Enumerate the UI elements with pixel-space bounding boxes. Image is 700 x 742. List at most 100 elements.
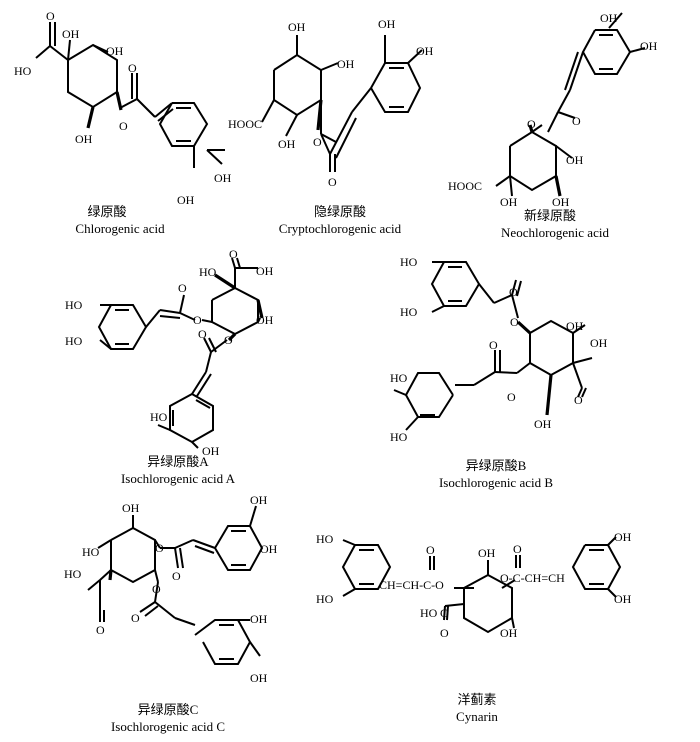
atom-label: HOOC [448, 179, 482, 193]
atom-label: O [229, 247, 238, 261]
atom-label: OH [75, 132, 93, 146]
atom-label: OH [337, 57, 355, 71]
wedge-bonds [214, 273, 264, 342]
atom-label: O [178, 281, 187, 295]
atom-label: O [96, 623, 105, 637]
atom-label: O [513, 542, 522, 556]
atom-label: OH [278, 137, 296, 151]
wedge-bonds [108, 569, 113, 581]
atom-label: OH [566, 319, 584, 333]
atom-label: O [574, 393, 583, 407]
structure-cryptochlorogenic-acid: OH OH OH OH HOOC OH O O 隐绿原酸 Cryptochlor… [228, 17, 434, 236]
bonds [87, 505, 264, 665]
atom-label: O [507, 390, 516, 404]
atom-label: OH [416, 44, 434, 58]
structure-isochlorogenic-acid-c: OH OH OH HO O O HO O O O OH OH 异绿原酸C Iso… [64, 493, 278, 734]
atom-label: HO [14, 64, 32, 78]
atom-label: HO [150, 410, 168, 424]
atom-label: HO [65, 334, 83, 348]
atom-label: HO [390, 371, 408, 385]
atom-label: OH [214, 171, 232, 185]
atom-label: HO [420, 606, 438, 620]
atom-label: HO [390, 430, 408, 444]
bonds [393, 261, 593, 431]
atom-label: O [572, 114, 581, 128]
bonds [495, 12, 646, 197]
atom-label: OH [478, 546, 496, 560]
atom-label: O [152, 582, 161, 596]
wedge-bonds [86, 91, 123, 129]
compound-name-en: Neochlorogenic acid [501, 225, 609, 240]
atom-label: HO [82, 545, 100, 559]
atom-label: OH [202, 444, 220, 458]
compound-name-en: Cynarin [456, 709, 498, 724]
compound-name-cn: 绿原酸 [87, 204, 126, 219]
atom-label: O-C-CH=CH [500, 571, 565, 585]
atom-label: OH [256, 264, 274, 278]
atom-label: OH [600, 11, 618, 25]
atom-label: OH [378, 17, 396, 31]
atom-label: O [489, 338, 498, 352]
compound-name-en: Isochlorogenic acid A [121, 471, 236, 486]
atom-label: OH [62, 27, 80, 41]
bonds [97, 257, 261, 449]
atom-label: O [46, 9, 55, 23]
atom-label: O [313, 135, 322, 149]
compound-name-cn: 洋蓟素 [457, 692, 496, 707]
atom-label: OH [250, 612, 268, 626]
atom-label: OH [552, 195, 570, 209]
atom-label: OH [566, 153, 584, 167]
atom-label: OH [500, 195, 518, 209]
atom-label: C [440, 606, 448, 620]
atom-label: HO [400, 255, 418, 269]
structure-neochlorogenic-acid: OH OH O O OH HOOC OH OH 新绿原酸 Neochloroge… [448, 11, 658, 240]
atom-label: O [128, 61, 137, 75]
atom-label: OH [288, 20, 306, 34]
atom-label: OH [534, 417, 552, 431]
atom-label: O [172, 569, 181, 583]
atom-label: OH [500, 626, 518, 640]
atom-label: OH [256, 313, 274, 327]
atom-label: OH [260, 542, 278, 556]
compound-name-cn: 新绿原酸 [524, 208, 576, 223]
atom-label: HO [64, 567, 82, 581]
atom-label: OH [177, 193, 195, 207]
atom-label: OH [640, 39, 658, 53]
compound-name-en: Chlorogenic acid [75, 221, 165, 236]
atom-label: O [328, 175, 337, 189]
atom-label: O [527, 117, 536, 131]
atom-label: OH [614, 592, 632, 606]
bonds [341, 536, 622, 634]
structure-cynarin: HO HO O CH=CH-C-O OH O O-C-CH=CH OH OH H… [316, 530, 632, 724]
bonds [35, 22, 225, 168]
atom-label: OH [122, 501, 140, 515]
atom-label: HO [199, 265, 217, 279]
atom-label: HO [65, 298, 83, 312]
wedge-bonds [516, 320, 553, 416]
atom-label: OH [250, 671, 268, 685]
atom-label: O [155, 541, 164, 555]
atom-label: O [426, 543, 435, 557]
atom-label: OH [250, 493, 268, 507]
atom-label: HOOC [228, 117, 262, 131]
atom-label: O [131, 611, 140, 625]
compound-name-en: Isochlorogenic acid B [439, 475, 553, 490]
atom-label: HO [316, 532, 334, 546]
atom-label: HO [316, 592, 334, 606]
atom-label: O [510, 315, 519, 329]
compound-name-cn: 异绿原酸A [147, 454, 209, 469]
compound-name-en: Cryptochlorogenic acid [279, 221, 402, 236]
compound-name-en: Isochlorogenic acid C [111, 719, 225, 734]
atom-label: O [224, 333, 233, 347]
atom-label: OH [614, 530, 632, 544]
compound-name-cn: 异绿原酸C [138, 702, 199, 717]
wedge-bonds [316, 99, 323, 131]
atom-label: O [440, 626, 449, 640]
wedge-bonds [528, 124, 562, 197]
atom-label: CH=CH-C-O [379, 578, 444, 592]
bonds [261, 35, 423, 172]
atom-label: O [198, 327, 207, 341]
atom-label: HO [400, 305, 418, 319]
structure-chlorogenic-acid: HO OH OH O O O OH OH OH 绿原酸 Chlorogenic … [14, 9, 232, 236]
